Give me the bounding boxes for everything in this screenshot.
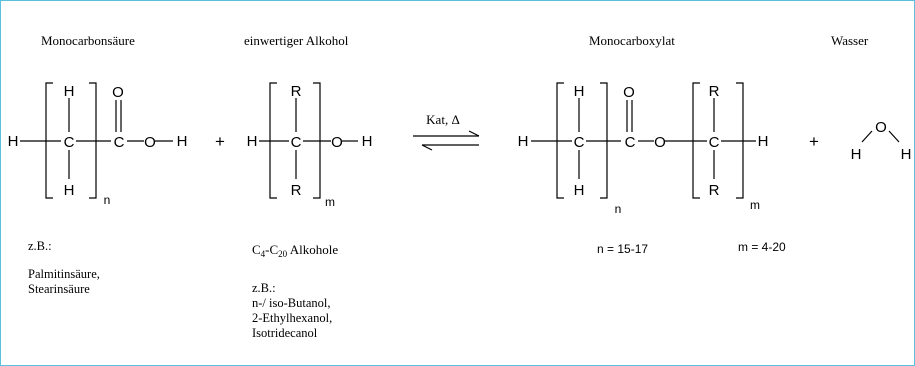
- alcohol-examples-intro: z.B.:: [252, 281, 276, 295]
- ester-atom-o-carbonyl: O: [623, 84, 635, 101]
- ester-atom-r-top: R: [709, 83, 720, 100]
- alcohol-class-dash: -C: [265, 242, 279, 257]
- ester-atom-o-ester: O: [654, 134, 666, 151]
- alcohol-subscript-m: m: [325, 195, 335, 209]
- equilibrium-arrow-backward-head: [421, 144, 433, 151]
- heading-monohydric-alcohol: einwertiger Alkohol: [244, 33, 349, 48]
- heading-monocarboxylic-acid: Monocarbonsäure: [41, 33, 135, 48]
- ester-subscript-m: m: [750, 198, 760, 212]
- equilibrium-arrow-forward-head: [468, 130, 480, 137]
- alcohol-atom-c: C: [291, 134, 302, 151]
- water-bond-left: [861, 130, 873, 143]
- acid-atom-c: C: [64, 134, 75, 151]
- alcohol-class-sub1: 4: [260, 249, 266, 259]
- plus-sign-products: +: [809, 132, 819, 151]
- water-atom-h-right: H: [901, 146, 912, 163]
- catalyst-heat-label: Kat, Δ: [426, 112, 460, 127]
- ester-bracket2-left: [692, 82, 700, 199]
- ester-atom-r-bottom: R: [709, 182, 720, 199]
- alcohol-example-ethylhexanol: 2-Ethylhexanol,: [252, 311, 333, 325]
- alcohol-class-suffix: Alkohole: [287, 242, 339, 257]
- water-atom-o: O: [875, 119, 887, 136]
- alcohol-example-isotridecanol: Isotridecanol: [252, 326, 318, 340]
- alcohol-examples: z.B.: n-/ iso-Butanol, 2-Ethylhexanol, I…: [252, 281, 332, 341]
- acid-atom-o-hydroxyl: O: [144, 134, 156, 151]
- alcohol-class-sub2: 20: [278, 249, 288, 259]
- alcohol-atom-r-bottom: R: [291, 182, 302, 199]
- acid-atom-h-bottom: H: [64, 182, 75, 199]
- acid-examples-intro: z.B.:: [28, 239, 52, 253]
- acid-atom-o-carbonyl: O: [112, 84, 124, 101]
- alcohol-atom-h-right: H: [362, 133, 373, 150]
- alcohol-class-prefix: C: [252, 242, 261, 257]
- plus-sign-reactants: +: [215, 132, 225, 151]
- ester-atom-h-left: H: [518, 133, 529, 150]
- alcohol-atom-r-top: R: [291, 83, 302, 100]
- alcohol-atom-o: O: [331, 134, 343, 151]
- alcohol-atom-h-left: H: [247, 133, 258, 150]
- acid-examples: z.B.: Palmitinsäure, Stearinsäure: [28, 239, 100, 297]
- acid-example-stearic: Stearinsäure: [28, 282, 90, 296]
- ester-atom-h-right: H: [758, 133, 769, 150]
- alcohol-class-label: C4-C20 Alkohole: [252, 241, 338, 263]
- water-bond-right: [888, 130, 900, 143]
- acid-atom-h-hydroxyl: H: [177, 133, 188, 150]
- heading-water: Wasser: [831, 33, 869, 48]
- acid-atom-h-left: H: [8, 133, 19, 150]
- atom-labels: H H C H O C O H H R C R O H H H C H O C …: [8, 83, 912, 216]
- acid-atom-c-carboxyl: C: [114, 134, 125, 151]
- ester-subscript-n: n: [615, 202, 622, 216]
- alcohol-example-butanol: n-/ iso-Butanol,: [252, 296, 331, 310]
- acid-subscript-n: n: [104, 193, 111, 207]
- ester-atom-c1: C: [574, 134, 585, 151]
- heading-monocarboxylate: Monocarboxylat: [589, 33, 675, 48]
- acid-example-palmitic: Palmitinsäure,: [28, 267, 100, 281]
- ester-atom-c2: C: [709, 134, 720, 151]
- range-m: m = 4-20: [738, 240, 786, 254]
- bonds-and-brackets: [20, 82, 900, 199]
- acid-atom-h-top: H: [64, 83, 75, 100]
- range-n: n = 15-17: [597, 242, 649, 256]
- ester-atom-h-bottom: H: [574, 182, 585, 199]
- water-atom-h-left: H: [851, 146, 862, 163]
- ester-atom-h-top: H: [574, 83, 585, 100]
- ester-atom-c-carboxyl: C: [625, 134, 636, 151]
